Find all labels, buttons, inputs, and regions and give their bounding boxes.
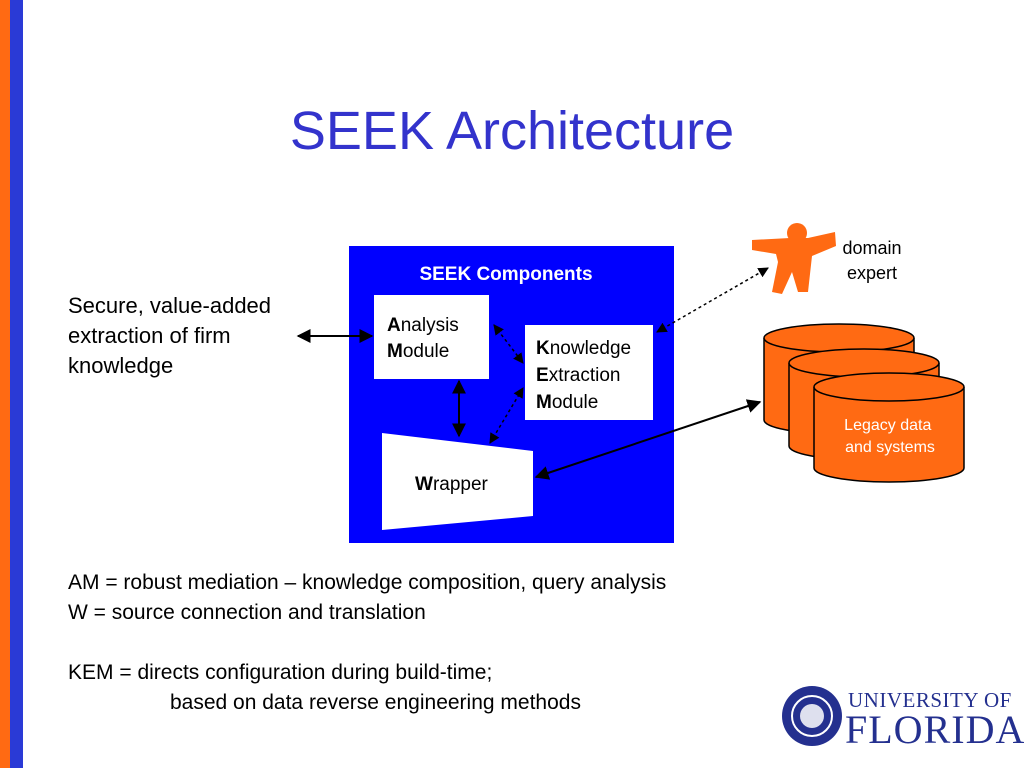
left-description: Secure, value-added extraction of firm k… <box>68 291 328 381</box>
slide-title: SEEK Architecture <box>289 101 735 161</box>
logo-line2: FLORIDA <box>845 707 1024 752</box>
arrow-am-kem <box>493 324 524 364</box>
person-icon <box>752 223 836 294</box>
note-kem-detail: based on data reverse engineering method… <box>170 691 581 714</box>
left-description-line1: Secure, value-added <box>68 293 272 318</box>
domain-expert-label: domain expert <box>820 236 924 286</box>
left-description-line3: knowledge <box>68 353 174 378</box>
seek-components-title: SEEK Components <box>419 264 592 285</box>
wrapper-label: Wrapper <box>415 474 489 495</box>
domain-expert-line2: expert <box>846 263 898 283</box>
analysis-module-box <box>374 295 489 379</box>
note-am: AM = robust mediation – knowledge compos… <box>68 571 667 594</box>
domain-expert-line1: domain <box>842 238 902 258</box>
analysis-module-label: Analysis Module <box>387 315 464 362</box>
left-accent-bar-orange <box>0 0 10 768</box>
left-description-line2: extraction of firm <box>68 323 231 348</box>
legacy-label: Legacy data and systems <box>844 417 936 456</box>
arrow-wrapper-kem <box>489 387 524 444</box>
left-accent-bar-blue <box>10 0 23 768</box>
wrapper-shape <box>382 433 533 530</box>
arrow-wrapper-legacy <box>534 399 762 480</box>
note-spacer <box>68 628 666 658</box>
note-w: W = source connection and translation <box>68 601 426 624</box>
university-logo: UNIVERSITY OF FLORIDA <box>782 686 1024 752</box>
university-seal-icon <box>782 686 842 746</box>
notes-block: AM = robust mediation – knowledge compos… <box>68 568 666 718</box>
logo-line1: UNIVERSITY OF <box>848 688 1012 712</box>
note-kem: KEM = directs configuration during build… <box>68 661 493 684</box>
database-stack-icon <box>763 323 965 483</box>
